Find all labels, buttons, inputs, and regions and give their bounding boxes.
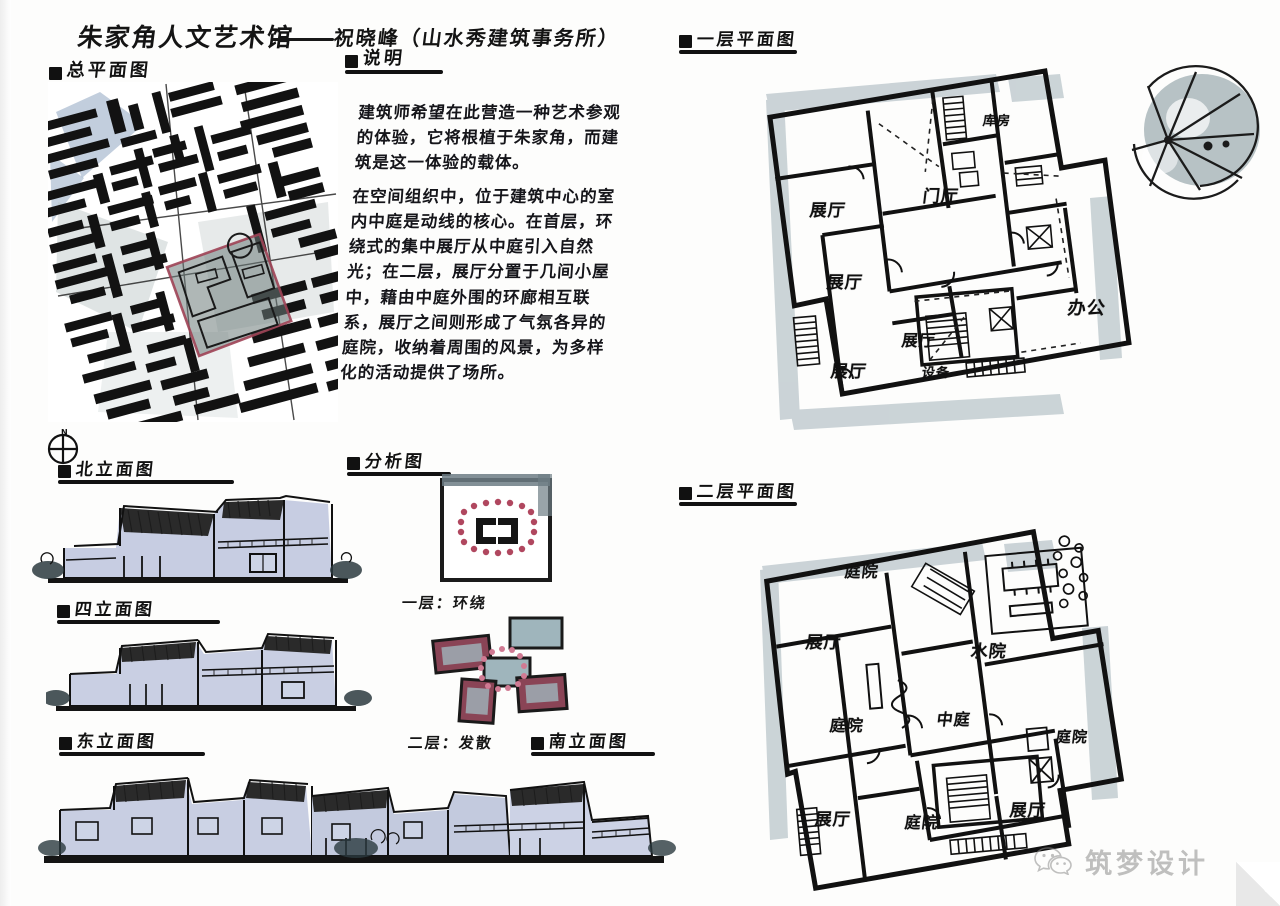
title-dash <box>272 38 334 41</box>
label-bullet-icon <box>49 67 62 80</box>
north-elevation-drawing <box>28 486 368 598</box>
section-label-description: 说明 <box>345 44 443 74</box>
room-label: 展厅 <box>813 810 852 830</box>
description-text: 建筑师希望在此营造一种艺术参观的体验，它将根植于朱家角，而建筑是这一体验的载体。… <box>339 100 632 394</box>
room-label: 庭院 <box>903 813 940 832</box>
label-bullet-icon <box>345 55 358 68</box>
dome-concept-sketch <box>1130 58 1280 208</box>
svg-text:N: N <box>61 428 68 437</box>
label-bullet-icon <box>57 605 70 618</box>
room-label: 展厅 <box>900 331 937 350</box>
section-label-analysis: 分析图 <box>347 447 451 476</box>
floor2-plan-drawing <box>752 508 1142 898</box>
room-label: 中庭 <box>935 710 972 729</box>
label-bullet-icon <box>531 737 544 750</box>
room-label: 展厅 <box>808 201 847 221</box>
room-label: 展厅 <box>1008 801 1047 821</box>
wechat-icon <box>1034 845 1076 879</box>
sheet-left-edge <box>0 0 11 906</box>
site-plan-drawing <box>48 82 338 422</box>
analysis-diagram-floor2 <box>404 616 579 736</box>
room-label: 庭院 <box>828 716 865 735</box>
floor1-plan-drawing <box>760 58 1140 438</box>
label-bullet-icon <box>59 737 72 750</box>
section-label-floor2-plan: 二层平面图 <box>679 477 798 506</box>
analysis-diagram-floor1 <box>430 466 565 596</box>
room-label: 展厅 <box>825 273 864 293</box>
board-title-main: 朱家角人文艺术馆 <box>76 23 296 52</box>
label-bullet-icon <box>679 35 692 48</box>
room-label: 展厅 <box>804 633 843 653</box>
label-bullet-icon <box>58 465 71 478</box>
section-label-floor1-plan: 一层平面图 <box>679 25 798 54</box>
east-south-elevation-drawing <box>36 760 676 882</box>
section-label-north-elevation: 北立面图 <box>58 455 234 484</box>
room-label: 设备 <box>920 366 951 381</box>
room-label: 水院 <box>969 642 1008 662</box>
west-elevation-drawing <box>42 618 376 726</box>
room-label: 庭院 <box>1054 728 1090 746</box>
description-paragraph-1: 建筑师希望在此营造一种艺术参观的体验，它将根植于朱家角，而建筑是这一体验的载体。 <box>354 103 622 173</box>
section-label-west-elevation: 四立面图 <box>57 595 220 624</box>
watermark-text: 筑梦设计 <box>1085 849 1209 880</box>
room-label: 门厅 <box>921 187 960 207</box>
room-label: 办公 <box>1066 298 1108 319</box>
label-bullet-icon <box>679 487 692 500</box>
section-label-south-elevation: 南立面图 <box>531 727 655 756</box>
room-label: 库房 <box>981 114 1012 129</box>
description-paragraph-2: 在空间组织中，位于建筑中心的室内中庭是动线的核心。在首层，环绕式的集中展厅从中庭… <box>339 187 616 382</box>
analysis-caption-floor1: 一层：环绕 <box>401 594 488 612</box>
watermark: 筑梦设计 <box>1034 842 1209 881</box>
label-bullet-icon <box>347 457 360 470</box>
section-label-site-plan: 总平面图 <box>49 56 254 86</box>
section-label-east-elevation: 东立面图 <box>59 727 205 756</box>
room-label: 展厅 <box>829 362 868 382</box>
compass-north-icon: N <box>43 428 83 468</box>
room-label: 庭院 <box>843 562 880 581</box>
analysis-caption-floor2: 二层：发散 <box>407 734 494 752</box>
page-corner-fold <box>1236 862 1280 906</box>
